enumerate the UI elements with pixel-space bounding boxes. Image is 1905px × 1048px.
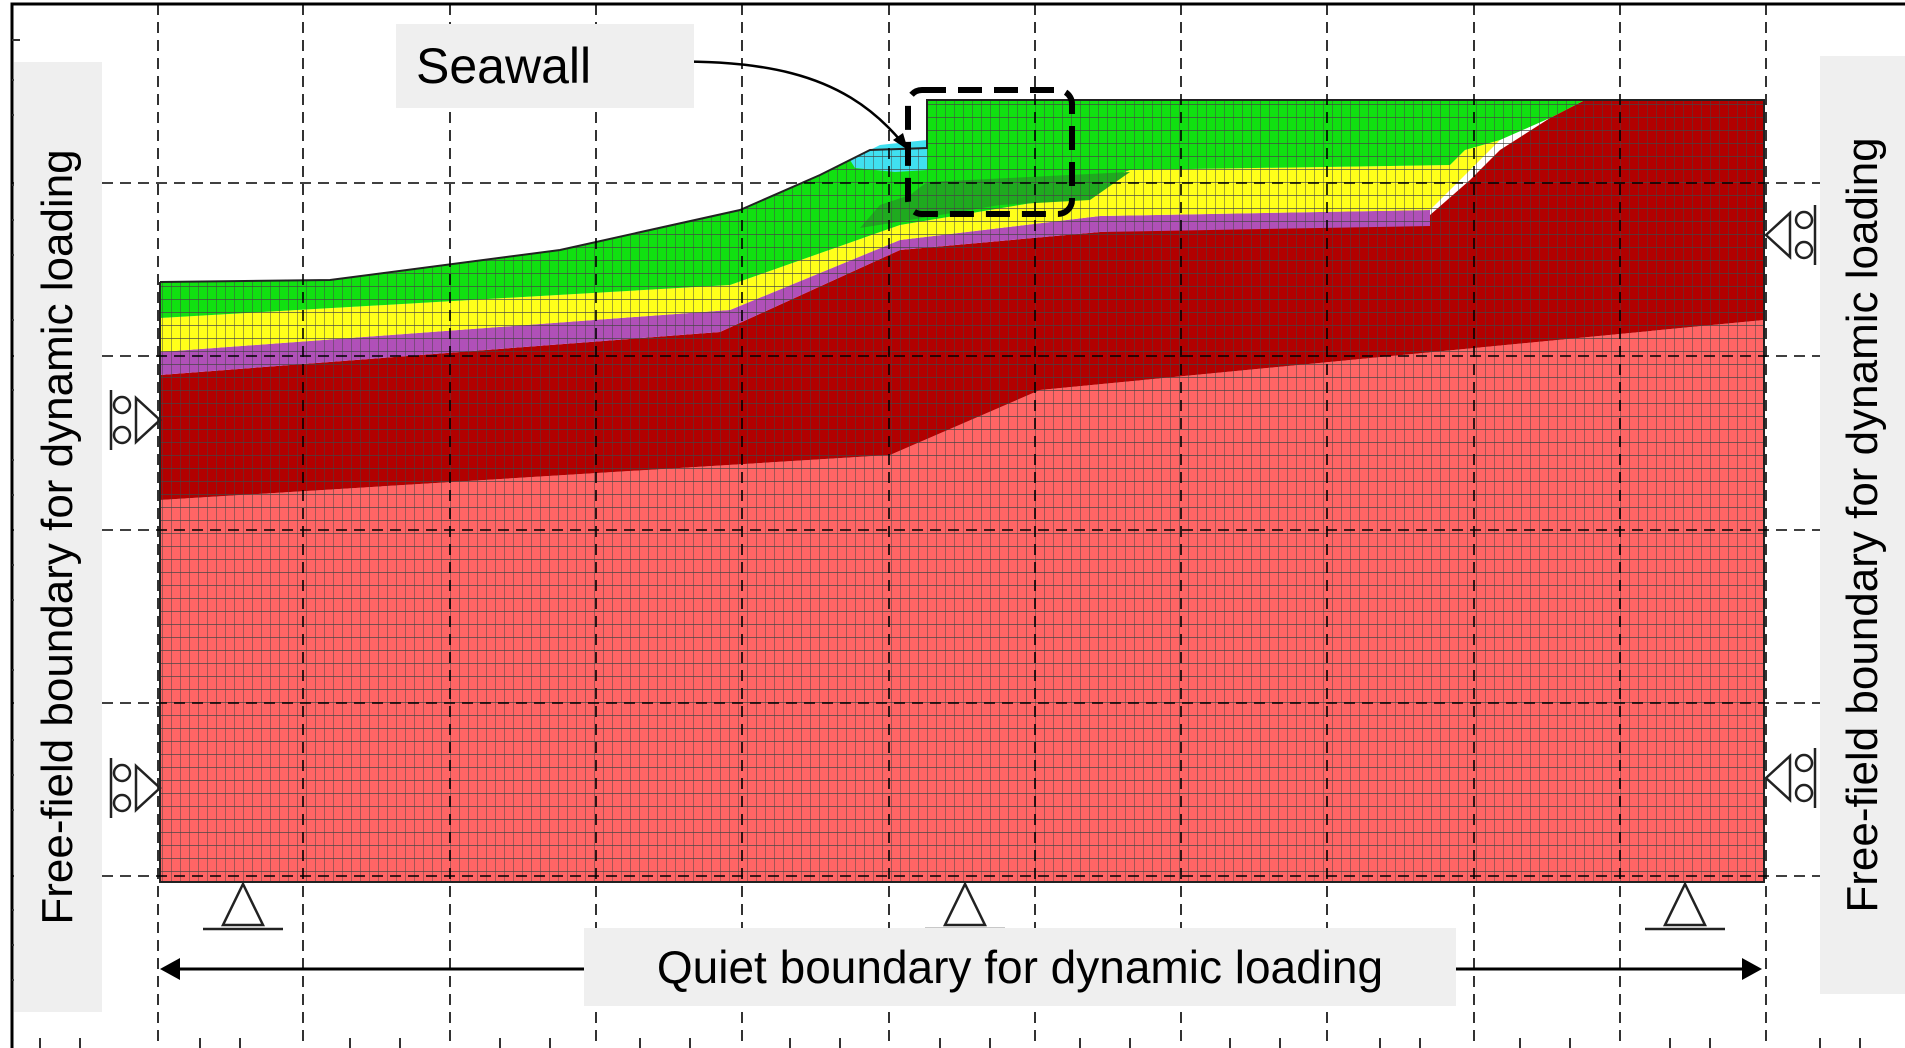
seawall-label: Seawall xyxy=(416,38,592,94)
quiet-boundary-label: Quiet boundary for dynamic loading xyxy=(656,941,1384,993)
pin-support-icon xyxy=(203,881,283,931)
quiet-boundary-label-box: Quiet boundary for dynamic loading xyxy=(584,928,1456,1006)
roller-support-icon xyxy=(109,390,162,450)
mesh-overlay xyxy=(159,99,1765,883)
free-field-right-box: Free-field boundary for dynamic loading xyxy=(1820,56,1905,994)
free-field-right-label: Free-field boundary for dynamic loading xyxy=(1837,137,1887,913)
seawall-highlight-box xyxy=(905,87,1075,217)
pin-support-icon xyxy=(1645,881,1725,931)
roller-support-icon xyxy=(109,758,162,818)
dashed-grid xyxy=(12,4,1905,1048)
plot-frame xyxy=(10,2,1905,1048)
pin-support-icon xyxy=(925,881,1005,931)
bottom-ruler xyxy=(39,1038,1861,1048)
free-field-left-box: Free-field boundary for dynamic loading xyxy=(14,62,102,1012)
roller-support-icon xyxy=(1764,748,1817,808)
roller-support-icon xyxy=(1764,205,1817,265)
seawall-label-box: Seawall xyxy=(396,24,694,108)
free-field-left-label: Free-field boundary for dynamic loading xyxy=(33,149,82,925)
